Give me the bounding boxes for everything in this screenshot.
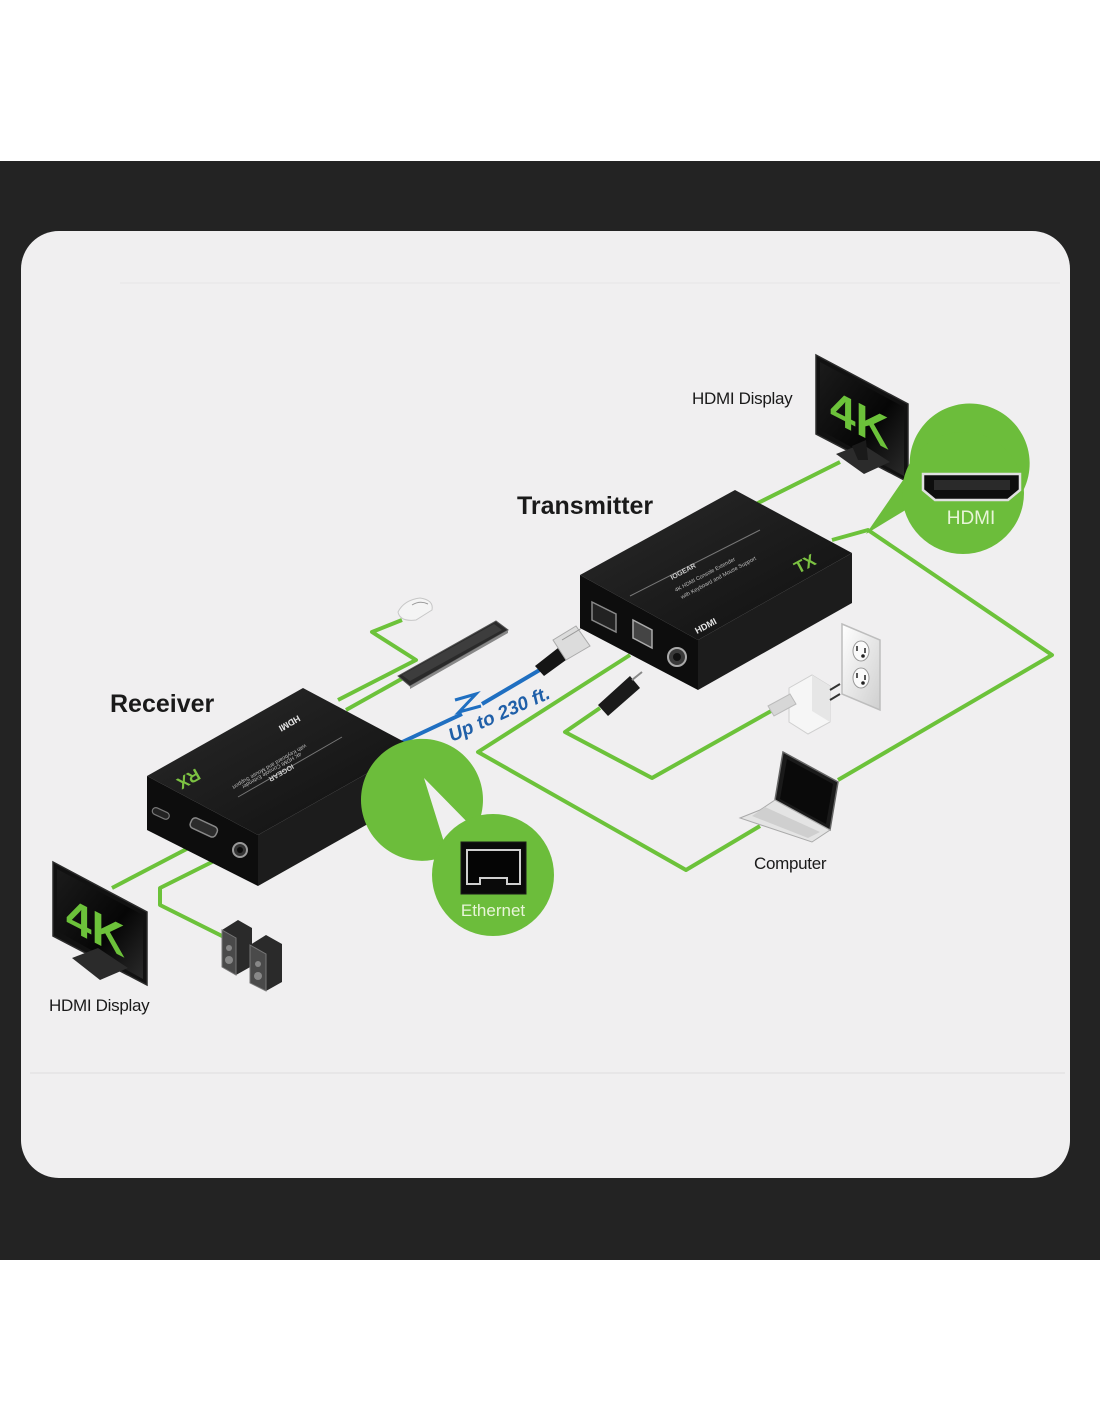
- power-adapter-icon: [767, 674, 841, 735]
- speakers-icon: [221, 920, 282, 992]
- keyboard-icon: [397, 620, 509, 689]
- tx-side-face: [698, 553, 852, 690]
- rx-top-face: [147, 688, 414, 835]
- computer-label: Computer: [754, 854, 827, 873]
- rx-hdmi-display: 4K: [52, 860, 148, 987]
- cable-tx-computer-hdmi: [831, 528, 1054, 782]
- transmitter-device[interactable]: IOGEAR 4K HDMI Console Extender with Key…: [580, 490, 852, 690]
- ethernet-cable: Up to 230 ft.: [397, 625, 591, 747]
- rx-audio-port[interactable]: [232, 842, 248, 858]
- hdmi-callout-label: HDMI: [947, 508, 996, 529]
- wall-outlet-icon: [841, 622, 881, 712]
- diagram-card: Up to 230 ft. IOGEAR 4K HDMI Console Ext…: [21, 231, 1070, 1178]
- dc-power-plug-icon: [598, 671, 643, 716]
- cable-tx-computer-usb: [476, 653, 762, 872]
- tx-display-label: HDMI Display: [692, 389, 793, 408]
- tx-ethernet-port[interactable]: [591, 600, 617, 634]
- tx-usb-port[interactable]: [632, 618, 653, 650]
- rx-hdmi-port[interactable]: [189, 817, 219, 839]
- cable-power: [563, 704, 781, 780]
- rx-display-label: HDMI Display: [49, 996, 150, 1015]
- cable-rx-display: [111, 840, 201, 890]
- cable-ethernet-left: [397, 712, 463, 746]
- laptop-icon: [738, 750, 839, 843]
- transmitter-label: Transmitter: [517, 492, 653, 520]
- tx-power-port[interactable]: [667, 647, 687, 667]
- rj45-port-icon: [460, 841, 527, 895]
- connection-diagram: Up to 230 ft. IOGEAR 4K HDMI Console Ext…: [30, 282, 1065, 1074]
- tx-hdmi-display: 4K: [815, 353, 909, 484]
- receiver-label: Receiver: [110, 690, 215, 718]
- cable-mouse: [337, 618, 418, 702]
- cable-ethernet-right: [480, 666, 545, 706]
- rj45-plug-icon: [535, 625, 591, 676]
- mouse-icon: [397, 597, 433, 621]
- cable-rx-speakers: [158, 848, 237, 940]
- ethernet-callout-label: Ethernet: [461, 901, 526, 920]
- ethernet-callout: Ethernet: [360, 738, 554, 936]
- cable-break-icon: [454, 691, 482, 715]
- tx-top-face: [580, 490, 852, 640]
- hdmi-port-icon: [921, 472, 1022, 502]
- hdmi-callout: HDMI: [866, 403, 1030, 554]
- rx-usb-c-port[interactable]: [151, 806, 170, 820]
